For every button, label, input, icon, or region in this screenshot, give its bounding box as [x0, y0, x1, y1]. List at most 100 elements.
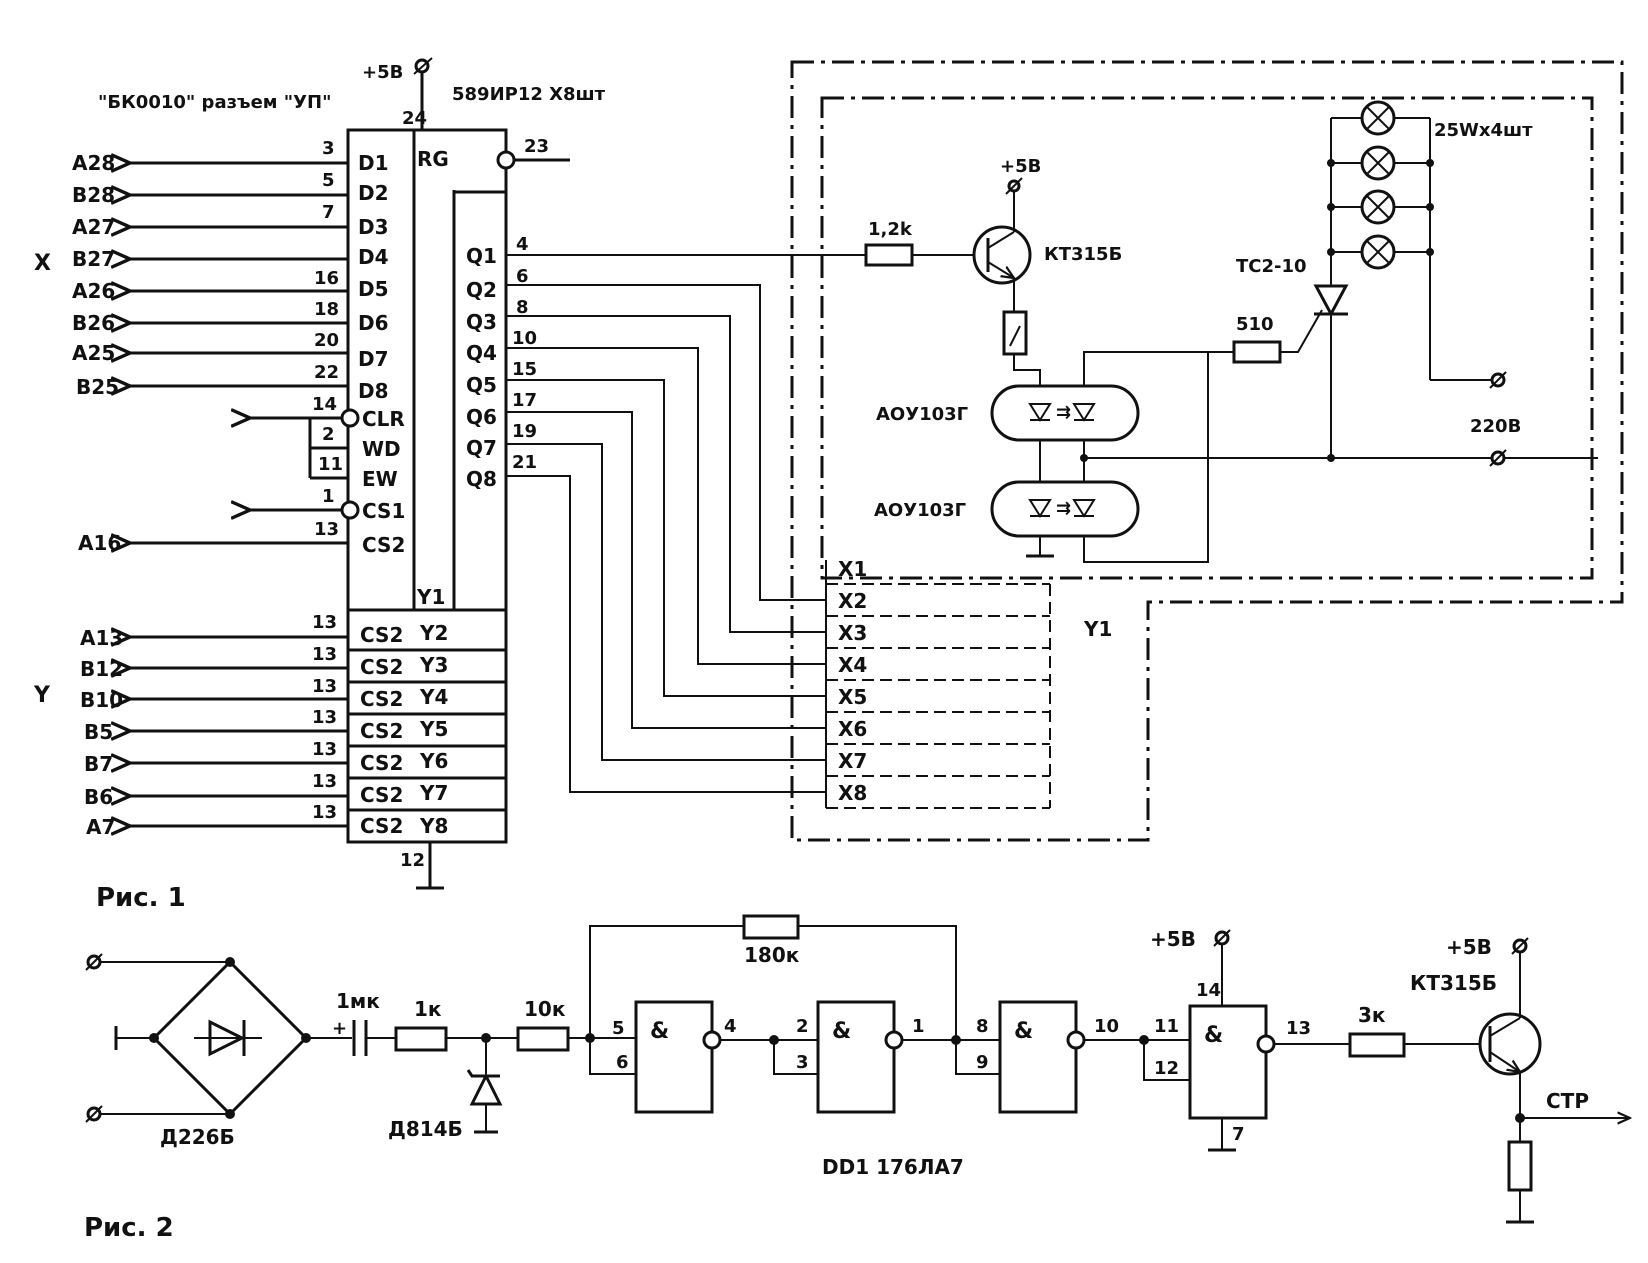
y-row: A13 13 CS2 Y2 [80, 612, 506, 652]
fig2-caption: Рис. 2 [84, 1213, 174, 1243]
data-inputs: A28 3 D1 B28 5 D2 A27 7 D3 B27 D4 [72, 138, 389, 403]
resistor-180k-label: 180к [744, 943, 800, 967]
pin-1: 1 [912, 1016, 925, 1037]
pin-3: 3 [796, 1052, 809, 1073]
gate-supply-label: +5В [1150, 927, 1196, 951]
q6-wire [506, 411, 826, 729]
pin-10: 10 [512, 328, 537, 349]
cs-label: CS2 [360, 655, 403, 679]
cs1-label: CS1 [362, 499, 405, 523]
signal-label: B25 [76, 375, 119, 399]
pin-19: 19 [512, 421, 537, 442]
triac-label: ТС2-10 [1236, 256, 1307, 277]
fig1-caption: Рис. 1 [96, 883, 186, 913]
q8-wire [506, 475, 826, 793]
cs-label: CS2 [360, 687, 403, 711]
pin-6: 6 [616, 1052, 629, 1073]
triac-tc2-10 [1313, 284, 1349, 318]
signal-label: A25 [72, 341, 115, 365]
y-row: B7 13 CS2 Y6 [84, 739, 506, 780]
cs-label: CS2 [360, 814, 403, 838]
pin-number: 13 [312, 771, 337, 792]
pin-1: 1 [322, 486, 335, 507]
pin-number: 7 [322, 202, 335, 223]
capacitor-polarity: + [332, 1018, 347, 1039]
input-label: D3 [358, 215, 389, 239]
q5-wire [506, 379, 826, 697]
pin-8: 8 [976, 1016, 989, 1037]
cs-label: CS2 [360, 783, 403, 807]
x-label: X8 [838, 781, 867, 805]
output-label: СТР [1546, 1089, 1589, 1113]
input-label: D2 [358, 181, 389, 205]
optocoupler-2-label: АОУ103Г [874, 500, 966, 521]
pin-2: 2 [322, 424, 335, 445]
lamps-label: 25Wx4шт [1434, 120, 1533, 141]
resistor-10k [516, 1026, 570, 1052]
lamp-bank [1327, 100, 1434, 270]
optocoupler-2 [990, 480, 1140, 538]
pin-4: 4 [724, 1016, 737, 1037]
gate-1-symbol: & [650, 1019, 669, 1044]
nand-gate-3 [998, 1000, 1078, 1114]
svg-text:⇉: ⇉ [1056, 402, 1071, 423]
signal-label: B6 [84, 785, 113, 809]
pin-2: 2 [796, 1016, 809, 1037]
chip-label: DD1 176ЛА7 [822, 1155, 964, 1179]
pin-12: 12 [1154, 1058, 1179, 1079]
control-inputs: 14 CLR 2 WD 11 EW 1 CS1 A16 13 CS2 [78, 394, 405, 557]
q2-wire [506, 284, 826, 601]
resistor-1-2k-label: 1,2k [868, 219, 913, 240]
pin-13: 13 [314, 519, 339, 540]
input-row: B25 22 D8 [76, 362, 389, 403]
y-row: A7 13 CS2 Y8 [86, 802, 448, 839]
q3-label: Q3 [466, 310, 497, 334]
x-group-label: X [34, 251, 51, 276]
pin-number: 13 [312, 644, 337, 665]
pin-11: 11 [318, 454, 343, 475]
x-bus: X1 X2 X3 X4 X5 X6 X7 X8 Y1 [825, 557, 1112, 809]
pin-15: 15 [512, 359, 537, 380]
bridge-label: Д226Б [160, 1125, 235, 1149]
pin-14: 14 [312, 394, 337, 415]
input-label: D6 [358, 311, 389, 335]
q4-label: Q4 [466, 341, 497, 365]
pin-number: 16 [314, 268, 339, 289]
pin-17: 17 [512, 390, 537, 411]
pin-5: 5 [612, 1018, 625, 1039]
resistor-3k-label: 3к [1358, 1003, 1386, 1027]
input-row: A25 20 D7 [72, 330, 389, 371]
pin-number: 13 [312, 707, 337, 728]
input-label: D1 [358, 151, 389, 175]
output-transistor-label: КТ315Б [1410, 971, 1497, 995]
optocoupler-1 [990, 384, 1140, 442]
y-label: Y2 [419, 621, 448, 645]
transistor-label: КТ315Б [1044, 244, 1122, 265]
figure-2: Д226Б 1мк + 1к Д814Б 10к 180к & [84, 914, 1630, 1243]
x-label: X5 [838, 685, 867, 709]
y-group-label: Y [33, 683, 51, 708]
pin-6: 6 [516, 266, 529, 287]
y-label: Y3 [419, 653, 448, 677]
gate-3-symbol: & [1014, 1019, 1033, 1044]
x-label: X3 [838, 621, 867, 645]
pin-number: 22 [314, 362, 339, 383]
signal-label: A13 [80, 626, 123, 650]
optocoupler-1-label: АОУ103Г [876, 404, 968, 425]
input-row: A28 3 D1 [72, 138, 389, 175]
pin-number: 5 [322, 170, 335, 191]
y-label: Y7 [419, 781, 448, 805]
transistor-supply-label: +5В [1446, 935, 1492, 959]
signal-label: B27 [72, 247, 115, 271]
q5-label: Q5 [466, 373, 497, 397]
output-transistor-kt315b [1478, 1012, 1542, 1076]
input-row: B26 18 D6 [72, 299, 389, 335]
pin-14: 14 [1196, 980, 1221, 1001]
pin-number: 13 [312, 612, 337, 633]
pin-9: 9 [976, 1052, 989, 1073]
cell-supply-label: +5В [1000, 156, 1041, 177]
input-label: D8 [358, 379, 389, 403]
resistor-510-label: 510 [1236, 314, 1274, 335]
nand-gate-4 [1188, 1004, 1268, 1120]
pin-number: 18 [314, 299, 339, 320]
